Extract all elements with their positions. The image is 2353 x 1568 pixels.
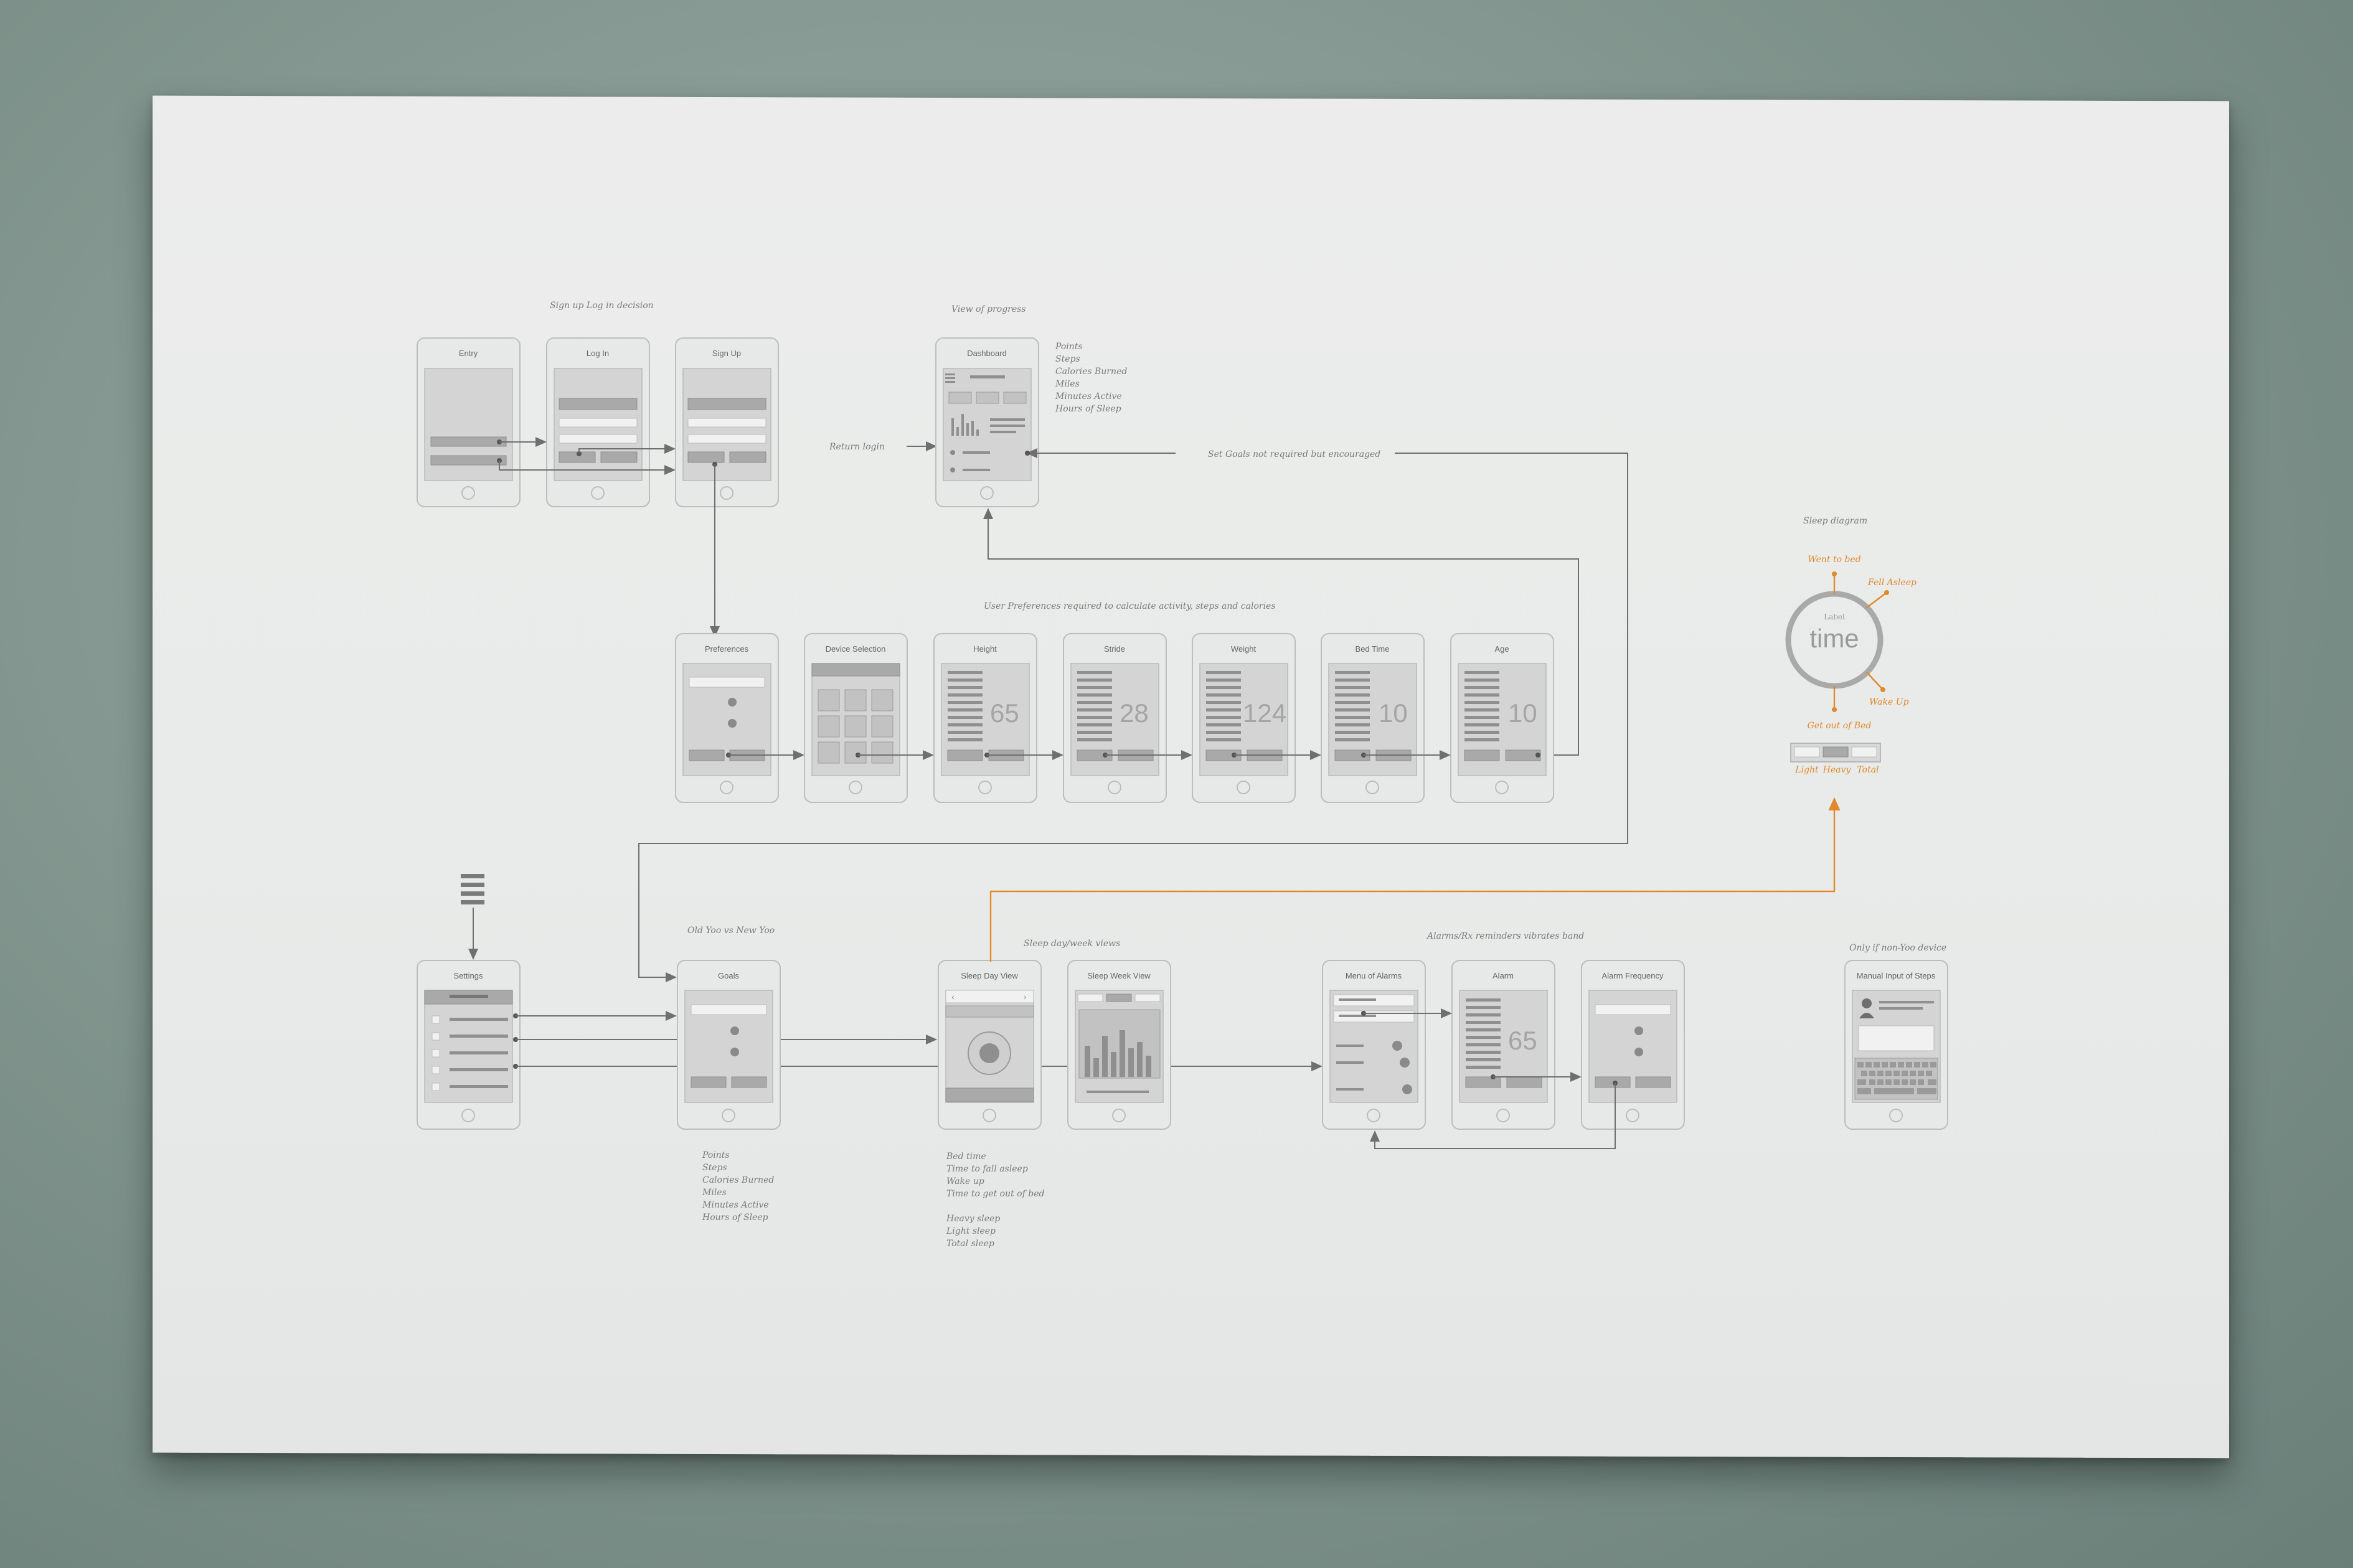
weight-value: 124	[1243, 698, 1286, 728]
svg-text:Light sleep: Light sleep	[946, 1226, 996, 1236]
screen-goals[interactable]: Goals	[677, 960, 781, 1130]
screen-stride[interactable]: Stride 28	[1063, 633, 1167, 803]
screen-title-weight: Weight	[1231, 644, 1257, 654]
screen-title-stride: Stride	[1104, 644, 1125, 654]
svg-text:Time to fall asleep: Time to fall asleep	[946, 1164, 1028, 1174]
screen-title-age: Age	[1494, 644, 1509, 654]
label-user-preferences: User Preferences required to calculate a…	[984, 601, 1276, 611]
screen-sleep-day-view[interactable]: Sleep Day View ‹ ›	[938, 960, 1042, 1130]
svg-text:‹: ‹	[951, 993, 955, 1002]
screen-sleep-week-view[interactable]: Sleep Week View	[1067, 960, 1171, 1130]
bedtime-value: 10	[1379, 698, 1408, 728]
sleep-tab-total[interactable]: Total	[1857, 765, 1879, 775]
screen-signup[interactable]: Sign Up	[675, 337, 779, 507]
screen-title-device: Device Selection	[826, 644, 886, 654]
screen-title-dashboard: Dashboard	[967, 349, 1007, 358]
sleep-diagram: Label time Went to bed Fell Asleep Wake …	[1785, 555, 1917, 775]
label-view-progress: View of progress	[951, 304, 1026, 314]
sleep-went-to-bed: Went to bed	[1808, 555, 1860, 565]
screen-entry[interactable]: Entry	[417, 337, 521, 507]
svg-text:Miles: Miles	[702, 1188, 727, 1198]
svg-text:Steps: Steps	[702, 1163, 727, 1173]
screen-alarm-frequency[interactable]: Alarm Frequency	[1581, 960, 1685, 1130]
screen-title-bedtime: Bed Time	[1356, 644, 1390, 654]
screen-title-sleepweek: Sleep Week View	[1087, 971, 1151, 980]
sleep-center-label: Label	[1824, 613, 1845, 621]
goals-metrics-list: Points Steps Calories Burned Miles Minut…	[702, 1150, 774, 1223]
screen-device-selection[interactable]: Device Selection	[804, 633, 908, 803]
screen-title-login: Log In	[587, 349, 609, 358]
label-set-goals: Set Goals not required but encouraged	[1208, 449, 1380, 459]
screen-title-signup: Sign Up	[712, 349, 741, 358]
label-alarms: Alarms/Rx reminders vibrates band	[1426, 931, 1584, 941]
svg-text:Calories Burned: Calories Burned	[702, 1175, 774, 1185]
screen-settings[interactable]: Settings	[417, 960, 521, 1130]
menu-icon[interactable]	[461, 874, 484, 904]
svg-text:Miles: Miles	[1055, 379, 1080, 389]
screen-preferences[interactable]: Preferences	[675, 633, 779, 803]
svg-text:Wake up: Wake up	[946, 1176, 984, 1186]
screen-dashboard[interactable]: Dashboard	[935, 337, 1039, 507]
label-non-yoo: Only if non-Yoo device	[1849, 943, 1946, 953]
screen-title-entry: Entry	[459, 349, 478, 358]
screen-manual-input-steps[interactable]: Manual Input of Steps	[1844, 960, 1948, 1130]
screen-title-height: Height	[973, 644, 997, 654]
svg-text:Points: Points	[702, 1150, 730, 1160]
label-sleep-diagram: Sleep diagram	[1803, 516, 1867, 526]
screen-title-settings: Settings	[454, 971, 483, 980]
screen-title-alarmfreq: Alarm Frequency	[1602, 971, 1664, 980]
svg-text:›: ›	[1024, 993, 1027, 1002]
sleep-center-value: time	[1809, 624, 1859, 653]
screen-menu-of-alarms[interactable]: Menu of Alarms	[1322, 960, 1426, 1130]
dashboard-metrics-list: Points Steps Calories Burned Miles Minut…	[1055, 342, 1127, 414]
screen-bed-time[interactable]: Bed Time 10	[1321, 633, 1425, 803]
label-return-login: Return login	[829, 442, 885, 452]
sleep-tab-light[interactable]: Light	[1794, 765, 1819, 775]
svg-text:Steps: Steps	[1055, 354, 1080, 364]
label-signup-decision: Sign up Log in decision	[550, 301, 654, 311]
svg-text:Points: Points	[1055, 342, 1083, 352]
height-value: 65	[990, 698, 1019, 728]
sleep-get-out-of-bed: Get out of Bed	[1808, 721, 1872, 731]
screen-title-sleepday: Sleep Day View	[961, 971, 1018, 980]
label-old-new-yoo: Old Yoo vs New Yoo	[687, 926, 775, 936]
svg-text:Calories Burned: Calories Burned	[1055, 367, 1127, 377]
svg-text:Time to get out of bed: Time to get out of bed	[946, 1189, 1044, 1199]
svg-text:Hours of Sleep: Hours of Sleep	[1055, 404, 1121, 414]
screen-title-menualarms: Menu of Alarms	[1346, 971, 1402, 980]
svg-text:Bed time: Bed time	[946, 1152, 986, 1162]
stride-value: 28	[1120, 698, 1149, 728]
svg-text:Total sleep: Total sleep	[946, 1239, 994, 1249]
screen-height[interactable]: Height 65	[933, 633, 1037, 803]
screen-age[interactable]: Age 10	[1450, 633, 1554, 803]
age-value: 10	[1508, 698, 1537, 728]
svg-text:Heavy sleep: Heavy sleep	[946, 1214, 1000, 1224]
sleep-tab-heavy[interactable]: Heavy	[1823, 765, 1852, 775]
screen-title-goals: Goals	[718, 971, 739, 980]
alarm-value: 65	[1508, 1026, 1537, 1055]
screen-alarm[interactable]: Alarm 65	[1451, 960, 1555, 1130]
label-sleep-views: Sleep day/week views	[1024, 939, 1120, 949]
screen-login[interactable]: Log In	[546, 337, 650, 507]
sleep-metrics-list: Bed time Time to fall asleep Wake up Tim…	[946, 1152, 1044, 1249]
svg-text:Minutes Active: Minutes Active	[1055, 392, 1122, 401]
screen-weight[interactable]: Weight 124	[1192, 633, 1296, 803]
svg-text:Hours of Sleep: Hours of Sleep	[702, 1213, 768, 1223]
screen-title-preferences: Preferences	[705, 644, 749, 654]
screen-title-manual: Manual Input of Steps	[1857, 971, 1936, 980]
screen-title-alarm: Alarm	[1492, 971, 1514, 980]
sleep-fell-asleep: Fell Asleep	[1867, 578, 1917, 588]
sleep-wake-up: Wake Up	[1869, 697, 1909, 707]
svg-text:Minutes Active: Minutes Active	[702, 1200, 769, 1210]
